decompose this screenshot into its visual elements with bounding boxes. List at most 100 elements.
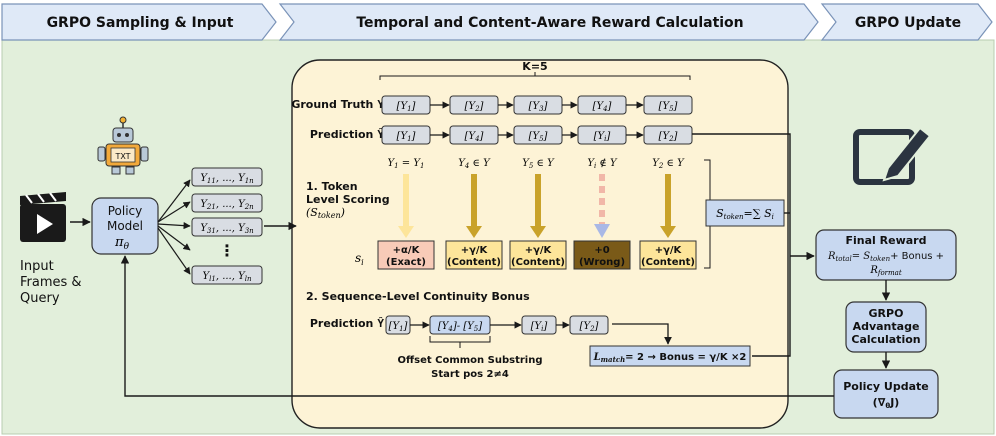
header-update-shape	[820, 3, 993, 41]
sequence-bonus-title: 2. Sequence-Level Continuity Bonus	[306, 290, 530, 303]
score-box	[377, 240, 435, 270]
sample-text-3: Y31, ..., Y3n	[200, 223, 254, 235]
stoken-sum-box	[705, 199, 785, 227]
seq-token-box	[569, 315, 609, 335]
sample-text-2: Y21, ..., Y2n	[200, 199, 254, 211]
input-line-3: Query	[20, 291, 60, 306]
token-text: [Y2]	[580, 321, 599, 333]
bonus-text: Lmatch= 2 → Bonus = γ/K ×2	[593, 352, 747, 364]
score-arrow	[530, 174, 546, 238]
feedback-arrow	[120, 255, 834, 397]
policy-model-pi: πθ	[114, 235, 130, 252]
final-reward-formula-2: Rformat	[869, 265, 901, 277]
final-reward-formula-1: Rtotal= Stoken+ Bonus +	[827, 251, 944, 263]
token-text: [Y4]	[593, 101, 612, 113]
score-value: +γ/K	[655, 245, 683, 256]
token-text: [Yi]	[531, 321, 548, 333]
sample-ellipsis: ⋮	[219, 241, 235, 260]
header-reward-shape	[278, 3, 819, 41]
robot-screen-text: TXT	[114, 152, 130, 161]
sample-box-4	[191, 265, 263, 285]
token-text: [Y5]	[659, 101, 678, 113]
score-value: +γ/K	[525, 245, 553, 256]
token-scoring-title-3: (Stoken)	[306, 206, 345, 220]
score-arrow	[466, 174, 482, 238]
score-kind: (Wrong)	[579, 257, 625, 268]
advantage-line-1: GRPO	[869, 307, 904, 320]
policy-update-line-2: (∇θJ)	[873, 396, 900, 410]
token-text: [Y1]	[397, 131, 416, 143]
token-box	[643, 125, 693, 145]
token-text: [Y1]	[397, 101, 416, 113]
score-kind: (Content)	[447, 257, 501, 268]
condition-text: Y5 ∈ Y	[522, 158, 555, 170]
header-sampling: GRPO Sampling & Input	[47, 15, 234, 31]
header-bar: GRPO Sampling & Input Temporal and Conte…	[1, 3, 993, 41]
input-line-1: Input	[20, 259, 54, 274]
header-update: GRPO Update	[855, 15, 961, 31]
condition-row: Y1 = Y1 Y4 ∈ Y Y5 ∈ Y Yi ∉ Y Y2 ∈ Y	[388, 158, 686, 170]
score-box	[445, 240, 503, 270]
token-text: [Y1]	[389, 321, 408, 333]
sample-text-4: Yl1, ..., Yln	[203, 271, 252, 283]
token-text: [Y2]	[659, 131, 678, 143]
advantage-line-2: Advantage	[853, 320, 920, 333]
token-box	[643, 95, 693, 115]
token-text: [Yi]	[594, 131, 611, 143]
score-box	[509, 240, 567, 270]
score-box	[639, 240, 697, 270]
token-text: [Y4]	[465, 131, 484, 143]
k-label: K=5	[522, 60, 547, 73]
score-kind: (Content)	[511, 257, 565, 268]
bonus-box	[589, 345, 751, 367]
score-value: +γ/K	[461, 245, 489, 256]
offset-brace	[429, 336, 491, 348]
final-reward-title: Final Reward	[846, 234, 927, 247]
policy-model-line-2: Model	[107, 219, 143, 233]
policy-update-line-1: Policy Update	[843, 380, 929, 393]
condition-text: Y1 = Y1	[388, 158, 425, 170]
condition-text: Y4 ∈ Y	[458, 158, 491, 170]
score-arrow-head	[594, 224, 610, 238]
si-label: si	[355, 251, 364, 267]
score-arrow	[398, 174, 414, 238]
header-sampling-shape	[1, 3, 277, 41]
condition-text: Y2 ∈ Y	[652, 158, 685, 170]
sample-box-1	[191, 167, 263, 187]
video-icon	[20, 192, 66, 242]
k-brace	[379, 72, 691, 80]
policy-model-line-1: Policy	[108, 204, 143, 218]
input-line-2: Frames &	[20, 275, 82, 290]
score-arrows	[398, 174, 676, 238]
score-box	[573, 240, 631, 270]
policy-update-box	[833, 369, 939, 419]
token-text: [Y5]	[529, 131, 548, 143]
offset-line-1: Offset Common Substring	[398, 355, 543, 366]
score-kind: (Exact)	[386, 257, 426, 268]
reward-connectors	[692, 133, 815, 357]
sample-list: Y11, ..., Y1n Y21, ..., Y2n Y31, ..., Y3…	[191, 167, 263, 285]
prediction-row: [Y1] [Y4] [Y5] [Yi] [Y2]	[381, 125, 693, 145]
score-row: +α/K(Exact)+γ/K(Content)+γ/K(Content)+0(…	[377, 240, 697, 270]
advantage-line-3: Calculation	[851, 333, 920, 346]
sample-fan-arrows	[157, 179, 191, 275]
edit-icon	[853, 126, 932, 185]
sample-text-1: Y11, ..., Y1n	[200, 173, 254, 185]
header-reward: Temporal and Content-Aware Reward Calcul…	[356, 15, 743, 31]
ground-truth-row: [Y1] [Y2] [Y3] [Y4] [Y5]	[381, 95, 693, 115]
token-text: [Y2]	[465, 101, 484, 113]
score-value: +α/K	[393, 245, 421, 256]
token-scoring-title-2: Level Scoring	[306, 193, 390, 206]
sample-box-2	[191, 193, 263, 213]
score-kind: (Content)	[641, 257, 695, 268]
score-arrow	[660, 174, 676, 238]
condition-text: Yi ∉ Y	[587, 158, 618, 170]
sample-box-3	[191, 217, 263, 237]
stoken-sum-text: Stoken=∑ Si	[716, 207, 774, 221]
token-text: [Y3]	[529, 101, 548, 113]
score-value: +0	[594, 245, 609, 256]
